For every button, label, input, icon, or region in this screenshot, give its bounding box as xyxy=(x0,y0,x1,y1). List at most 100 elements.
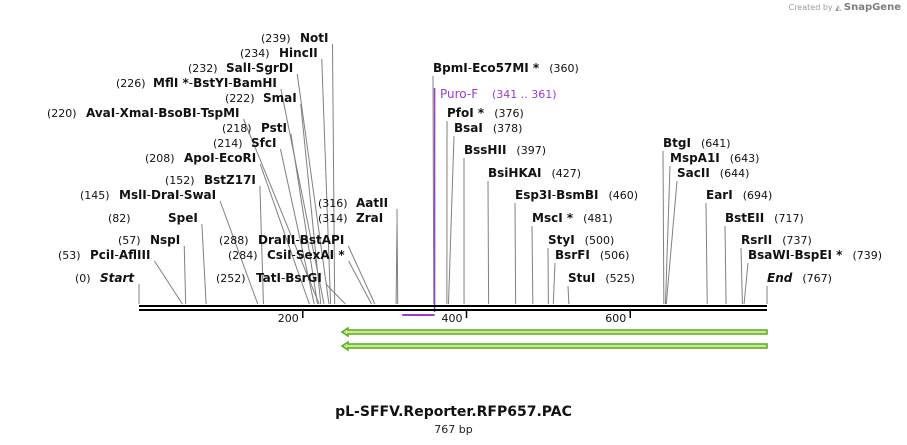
site-count-msci: (481) xyxy=(583,212,613,225)
primer-range: (341 .. 361) xyxy=(492,88,557,101)
site-count-start: (0) xyxy=(75,272,91,285)
enzyme-tati: TatI xyxy=(256,271,281,285)
enzyme-psti: PstI xyxy=(261,121,287,135)
enzyme-separator: - xyxy=(228,76,232,90)
enzyme-separator: - xyxy=(292,248,296,262)
enzyme-bsteii: BstEII xyxy=(725,211,764,225)
map-length: 767 bp xyxy=(434,423,473,436)
enzyme-btgi: BtgI xyxy=(663,136,691,150)
snapgene-credit: Created by ◭ SnapGene xyxy=(789,2,901,13)
leader-line-sali xyxy=(296,73,330,305)
enzyme-pcii: PciI xyxy=(90,248,115,262)
enzyme-bsawi: BsaWI xyxy=(748,248,790,262)
site-count-styi: (500) xyxy=(585,234,615,247)
site-count-sali: (232) xyxy=(188,62,218,75)
site-count-csii: (284) xyxy=(228,249,258,262)
leader-line-draiii xyxy=(347,245,376,305)
leader-line-sacii xyxy=(665,180,678,305)
enzyme-msci: MscI * xyxy=(532,211,574,225)
site-count-eari: (694) xyxy=(743,189,773,202)
site-count-end: (767) xyxy=(802,272,832,285)
site-count-bstz17i: (152) xyxy=(165,174,195,187)
enzyme-tspmi: TspMI xyxy=(201,106,240,120)
enzyme-separator: - xyxy=(115,106,119,120)
enzyme-csii: CsiI xyxy=(267,248,292,262)
enzyme-hincii: HincII xyxy=(279,46,318,60)
enzyme-eco57mi: Eco57MI * xyxy=(472,61,540,75)
site-count-pfoi: (376) xyxy=(494,107,524,120)
primer-name: Puro-F xyxy=(440,87,478,101)
site-count-apoi: (208) xyxy=(145,152,175,165)
ruler-label-600: 600 xyxy=(605,312,626,325)
enzyme-styi: StyI xyxy=(548,233,575,247)
leader-line-smai xyxy=(300,103,322,305)
leader-line-btgi xyxy=(662,150,665,305)
ruler-label-400: 400 xyxy=(442,312,463,325)
enzyme-separator: - xyxy=(154,106,158,120)
site-count-bsai: (378) xyxy=(493,122,523,135)
enzyme-bsai: BsaI xyxy=(454,121,483,135)
site-count-btgi: (641) xyxy=(701,137,731,150)
site-count-sfci: (214) xyxy=(213,137,243,150)
enzyme-bsrfi: BsrFI xyxy=(555,248,590,262)
enzyme-msli: MslI xyxy=(119,188,147,202)
enzyme-sfci: SfcI xyxy=(251,136,276,150)
enzyme-aatii: AatII xyxy=(356,196,388,210)
enzyme-bstapi: BstAPI xyxy=(300,233,345,247)
leader-line-bsihkai xyxy=(487,180,490,305)
enzyme-avai: AvaI xyxy=(86,106,115,120)
site-count-zrai: (314) xyxy=(318,212,348,225)
leader-line-bpmi xyxy=(432,75,435,305)
enzyme-sacii: SacII xyxy=(677,166,710,180)
enzyme-draiii: DraIII xyxy=(258,233,295,247)
enzyme-sgrdi: SgrDI xyxy=(256,61,294,75)
leader-line-msli xyxy=(219,200,259,305)
enzyme-bstz17i: BstZ17I xyxy=(204,173,256,187)
enzyme-separator: - xyxy=(189,76,193,90)
enzyme-separator: - xyxy=(215,151,219,165)
enzyme-start: Start xyxy=(100,271,135,285)
enzyme-separator: - xyxy=(147,188,151,202)
enzyme-separator: - xyxy=(179,188,183,202)
site-count-msli: (145) xyxy=(80,189,110,202)
enzyme-eari: EarI xyxy=(706,188,733,202)
enzyme-smai: SmaI xyxy=(263,91,297,105)
enzyme-drai: DraI xyxy=(151,188,179,202)
enzyme-bsshii: BssHII xyxy=(464,143,506,157)
enzyme-stui: StuI xyxy=(568,271,595,285)
enzyme-separator: - xyxy=(468,61,472,75)
enzyme-nspi: NspI xyxy=(150,233,180,247)
leader-line-rsrii xyxy=(740,247,743,305)
site-count-rsrii: (737) xyxy=(782,234,812,247)
site-count-draiii: (288) xyxy=(219,234,249,247)
credit-prefix: Created by xyxy=(788,3,833,12)
enzyme-mspa1i: MspA1I xyxy=(670,151,720,165)
enzyme-sexai: SexAI * xyxy=(296,248,345,262)
leader-line-apoi xyxy=(259,163,310,305)
leader-line-stui xyxy=(567,285,570,305)
leader-line-esp3i xyxy=(514,202,517,305)
site-count-bpmi: (360) xyxy=(549,62,579,75)
leader-line-bstz17i xyxy=(259,185,264,305)
enzyme-separator: - xyxy=(281,271,285,285)
enzyme-bstyi: BstYI xyxy=(193,76,228,90)
leader-line-pcii xyxy=(154,260,183,305)
leader-line-mspa1i xyxy=(664,165,671,305)
site-count-bsawi: (739) xyxy=(852,249,882,262)
leader-line-bsawi xyxy=(743,262,749,305)
enzyme-bsobi: BsoBI xyxy=(158,106,196,120)
leader-line-csii xyxy=(348,260,372,305)
site-count-spei: (82) xyxy=(108,212,131,225)
site-count-bsrfi: (506) xyxy=(600,249,630,262)
leader-line-zrai xyxy=(395,223,398,305)
enzyme-esp3i: Esp3I xyxy=(515,188,552,202)
leader-line-avai xyxy=(243,118,320,305)
site-count-mspa1i: (643) xyxy=(730,152,760,165)
site-count-noti: (239) xyxy=(261,32,291,45)
enzyme-bsihkai: BsiHKAI xyxy=(488,166,542,180)
enzyme-end: End xyxy=(767,271,793,285)
enzyme-separator: - xyxy=(295,233,299,247)
leader-line-nspi xyxy=(183,245,187,305)
enzyme-afliii: AflIII xyxy=(119,248,151,262)
site-count-bsteii: (717) xyxy=(774,212,804,225)
